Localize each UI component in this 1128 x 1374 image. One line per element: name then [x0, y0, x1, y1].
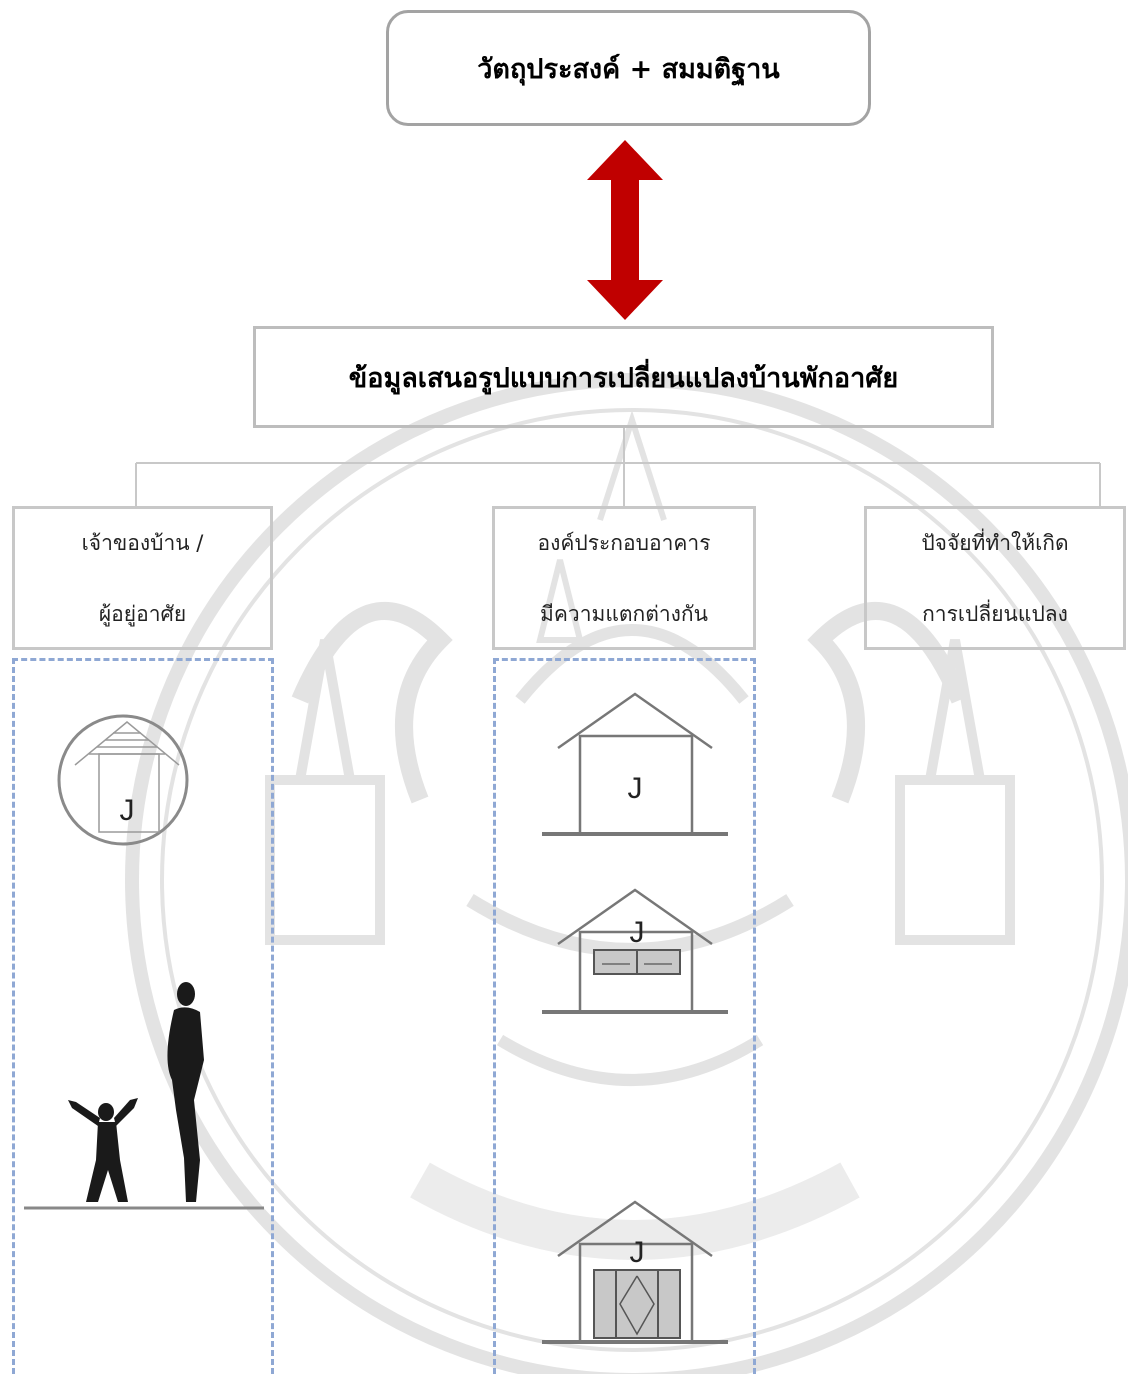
objectives-label: วัตถุประสงค์ + สมมติฐาน — [477, 53, 780, 85]
connector-lines — [135, 428, 1101, 506]
house-window-icon: J — [542, 888, 728, 1014]
owner-line1: เจ้าของบ้าน / — [81, 531, 204, 555]
people-silhouette-icon — [24, 982, 264, 1210]
double-arrow-icon — [587, 140, 663, 320]
owner-box: เจ้าของบ้าน / ผู้อยู่อาศัย — [12, 506, 273, 650]
house-door-icon: J — [542, 1200, 728, 1344]
factors-line2: การเปลี่ยนแปลง — [922, 602, 1068, 626]
house-letter-j: J — [630, 916, 645, 949]
elements-box: องค์ประกอบอาคาร มีความแตกต่างกัน — [492, 506, 756, 650]
house-icon: J — [542, 692, 728, 836]
elements-illustration-panel — [493, 658, 756, 1374]
objectives-box: วัตถุประสงค์ + สมมติฐาน — [386, 10, 871, 126]
main-data-label: ข้อมูลเสนอรูปแบบการเปลี่ยนแปลงบ้านพักอาศ… — [348, 362, 899, 394]
house-letter-j: J — [630, 1236, 645, 1269]
factors-box: ปัจจัยที่ทำให้เกิด การเปลี่ยนแปลง — [864, 506, 1126, 650]
elements-line1: องค์ประกอบอาคาร — [537, 531, 711, 555]
owner-line2: ผู้อยู่อาศัย — [98, 602, 187, 626]
house-in-circle-icon: J — [57, 714, 189, 846]
elements-line2: มีความแตกต่างกัน — [540, 602, 708, 626]
house-letter-j: J — [628, 772, 643, 805]
factors-line1: ปัจจัยที่ทำให้เกิด — [921, 531, 1069, 555]
main-data-box: ข้อมูลเสนอรูปแบบการเปลี่ยนแปลงบ้านพักอาศ… — [253, 326, 994, 428]
owner-illustration-panel — [12, 658, 274, 1374]
house-letter-j: J — [120, 794, 135, 827]
